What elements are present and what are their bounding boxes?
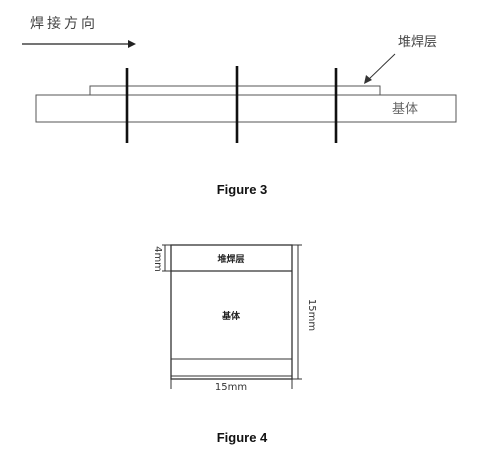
figure-3-caption: Figure 3 bbox=[216, 182, 268, 197]
figure-3-diagram: 焊接方向 堆焊层 基体 bbox=[22, 15, 457, 143]
figure-4-caption: Figure 4 bbox=[216, 430, 268, 445]
overlay-layer-label: 堆焊层 bbox=[217, 253, 244, 265]
width-label: 15mm bbox=[215, 382, 247, 393]
thickness-label: 4mm bbox=[152, 246, 163, 272]
overlay-leader-arrow bbox=[364, 53, 396, 84]
welding-direction-arrow bbox=[22, 40, 136, 48]
figure-4-diagram: 堆焊层 基体 4mm 15mm 15mm bbox=[152, 244, 317, 393]
specimen-outline bbox=[170, 244, 293, 380]
height-dimension bbox=[292, 244, 302, 380]
height-label: 15mm bbox=[306, 299, 317, 331]
width-dimension bbox=[170, 375, 293, 389]
base-label: 基体 bbox=[221, 310, 241, 322]
welding-direction-label: 焊接方向 bbox=[30, 15, 98, 32]
base-plate bbox=[35, 94, 457, 123]
base-label: 基体 bbox=[392, 102, 418, 117]
overlay-layer-label: 堆焊层 bbox=[398, 34, 437, 50]
thickness-dimension bbox=[162, 244, 171, 272]
